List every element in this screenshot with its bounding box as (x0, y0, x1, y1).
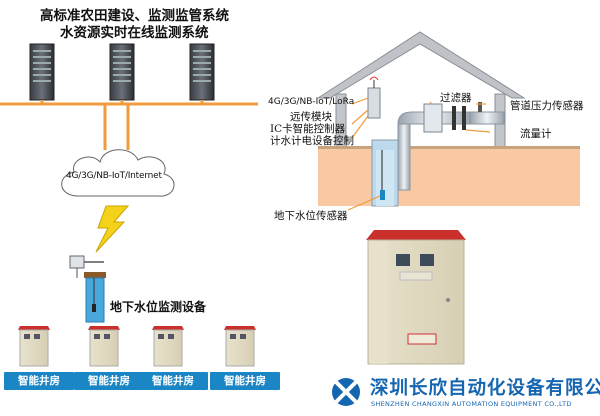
pump-house-scene (316, 31, 580, 211)
remote-module-label: 4G/3G/NB-IoT/LoRa (268, 97, 355, 107)
meter-controller-label: 计水计电设备控制 (270, 135, 354, 147)
filter-label: 过滤器 (440, 92, 472, 104)
well-tag-3: 智能井房 (138, 372, 208, 390)
title-line-2: 水资源实时在线监测系统 (60, 25, 209, 41)
well-house-3-icon (152, 326, 184, 367)
title-line-1: 高标准农田建设、监测监管系统 (40, 8, 229, 24)
remote-module-label-2: 远传模块 (290, 111, 332, 123)
well-tag-1: 智能井房 (4, 372, 74, 390)
cloud-icon (61, 149, 175, 197)
level-device-label: 地下水位监测设备 (110, 300, 207, 314)
server-2-icon (109, 43, 135, 101)
company-name-cn: 深圳长欣自动化设备有限公司 (370, 378, 600, 399)
level-device-icon (69, 255, 106, 323)
company-logo-icon (332, 378, 360, 406)
smart-cabinet-icon (366, 230, 466, 365)
lightning-icon (95, 205, 130, 253)
soil-layer (318, 146, 580, 206)
ic-controller-label: IC卡智能控制器 (270, 123, 346, 135)
well-house-2-icon (88, 326, 120, 367)
flow-meter-label: 流量计 (520, 128, 552, 140)
company-name-en: SHENZHEN CHANGXIN AUTOMATION EQUIPMENT C… (371, 400, 572, 408)
network-cloud-label: 4G/3G/NB-IoT/Internet (66, 171, 162, 181)
well-house-4-icon (224, 326, 256, 367)
level-sensor-label: 地下水位传感器 (274, 210, 348, 222)
well-house-1-icon (18, 326, 50, 367)
server-3-icon (189, 43, 215, 101)
pressure-sensor-label: 管道压力传感器 (510, 100, 584, 112)
network-bus (0, 100, 258, 150)
well-tag-2: 智能井房 (74, 372, 144, 390)
server-1-icon (29, 43, 55, 101)
well-tag-4: 智能井房 (210, 372, 280, 390)
